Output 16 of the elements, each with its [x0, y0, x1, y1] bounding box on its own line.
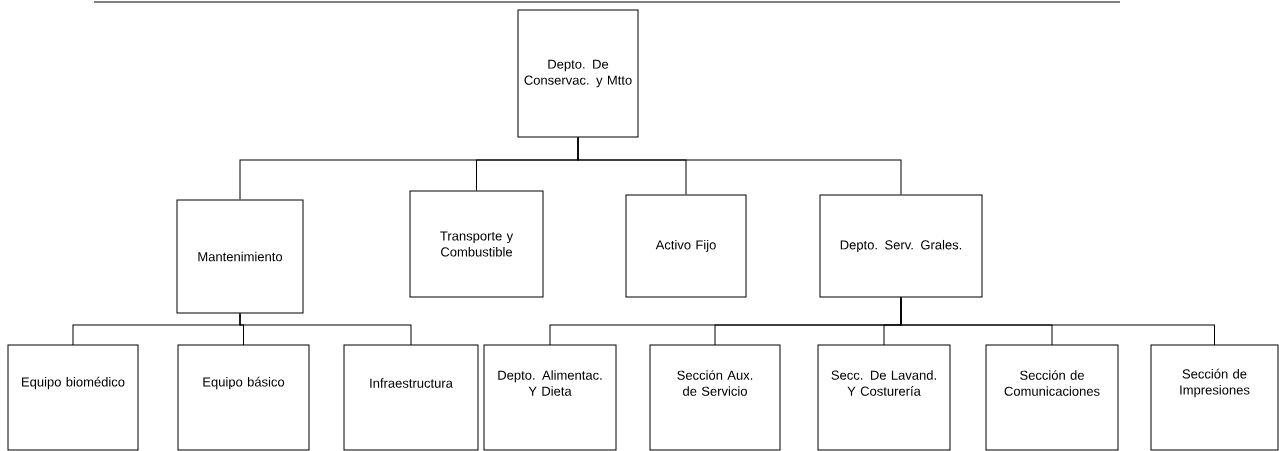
- org-box: Depto. De Conservac. y Mtto: [517, 9, 639, 138]
- org-box: Sección de Comunicaciones: [985, 344, 1119, 451]
- connector-line: [239, 313, 412, 346]
- org-box: Activo Fijo: [625, 194, 747, 298]
- org-box: Infraestructura: [343, 344, 479, 451]
- org-box: Mantenimiento: [176, 199, 304, 314]
- org-box: Secc. De Lavand. Y Costurería: [817, 344, 951, 451]
- connector-line: [900, 297, 1215, 346]
- org-box: Equipo básico: [177, 344, 310, 451]
- connector-line: [577, 137, 902, 195]
- org-box: Sección Aux. de Servicio: [649, 344, 781, 451]
- org-box: Sección de Impresiones: [1150, 344, 1279, 451]
- org-box: Depto. Serv. Grales.: [819, 194, 983, 298]
- org-box: Depto. Alimentac. Y Dieta: [483, 344, 617, 451]
- org-box: Equipo biomédico: [7, 344, 139, 451]
- org-box: Transporte y Combustible: [409, 190, 544, 298]
